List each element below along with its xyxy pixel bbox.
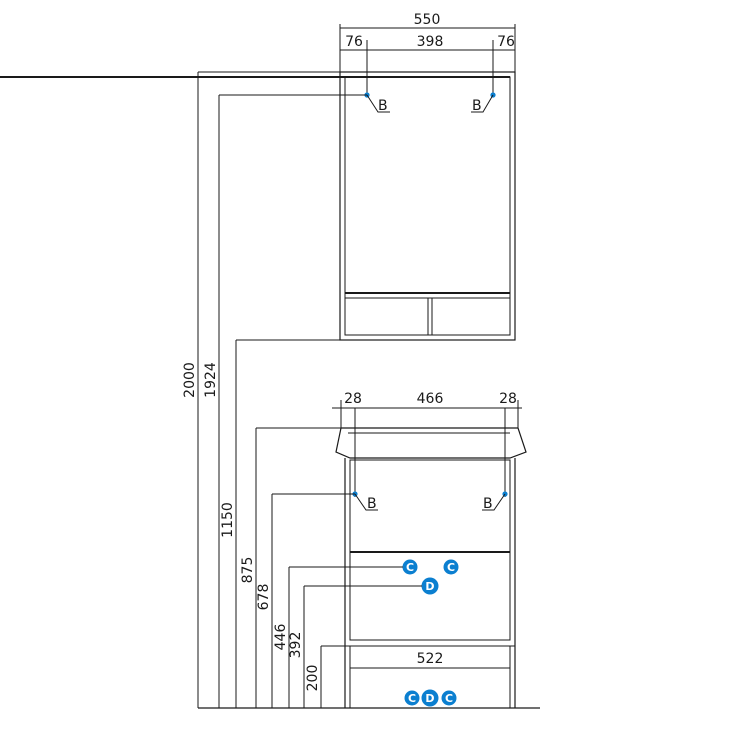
dim-height-200: 200 [305,665,321,692]
svg-text:C: C [406,561,414,574]
dim-height-446: 446 [273,624,289,651]
dim-bottom-left: 28 [344,391,362,407]
dim-top-right: 76 [497,34,515,50]
dim-height-1150: 1150 [220,502,236,538]
label-b-top-right: B [472,98,482,114]
label-b-top-left: B [378,98,388,114]
height-dimensions: 2000 1924 1150 875 678 446 392 200 [182,71,422,708]
marker-c-left-icon: C [402,559,418,575]
svg-text:C: C [447,561,455,574]
svg-text:C: C [445,692,453,705]
top-cabinet [0,71,516,341]
connection-markers: C C D C D C [402,559,459,707]
dim-height-678: 678 [256,584,272,611]
marker-d-icon: D [421,577,439,595]
dim-height-875: 875 [240,557,256,584]
marker-d-bottom-icon: D [421,689,439,707]
top-width-dimensions: 550 76 398 76 [339,12,516,95]
dim-bottom-base: 522 [417,651,444,667]
marker-c-bottom-right-icon: C [441,690,457,706]
dim-top-mid: 398 [417,34,444,50]
label-b-bottom-right: B [483,496,493,512]
dim-bottom-mid: 466 [417,391,444,407]
top-mounting-points: B B [364,92,496,114]
label-b-bottom-left: B [367,496,377,512]
svg-text:D: D [425,692,434,705]
bottom-width-dimensions: 28 466 28 522 [332,391,522,669]
marker-c-bottom-left-icon: C [404,690,420,706]
dim-bottom-right: 28 [499,391,517,407]
dim-top-total: 550 [414,12,441,28]
dim-height-392: 392 [288,632,304,659]
dim-height-2000: 2000 [182,362,198,398]
svg-text:C: C [408,692,416,705]
bottom-cabinet [335,427,527,708]
marker-c-right-icon: C [443,559,459,575]
dim-top-left: 76 [345,34,363,50]
bottom-mounting-points: B B [352,491,508,512]
dim-height-1924: 1924 [203,362,219,398]
svg-text:D: D [425,580,434,593]
